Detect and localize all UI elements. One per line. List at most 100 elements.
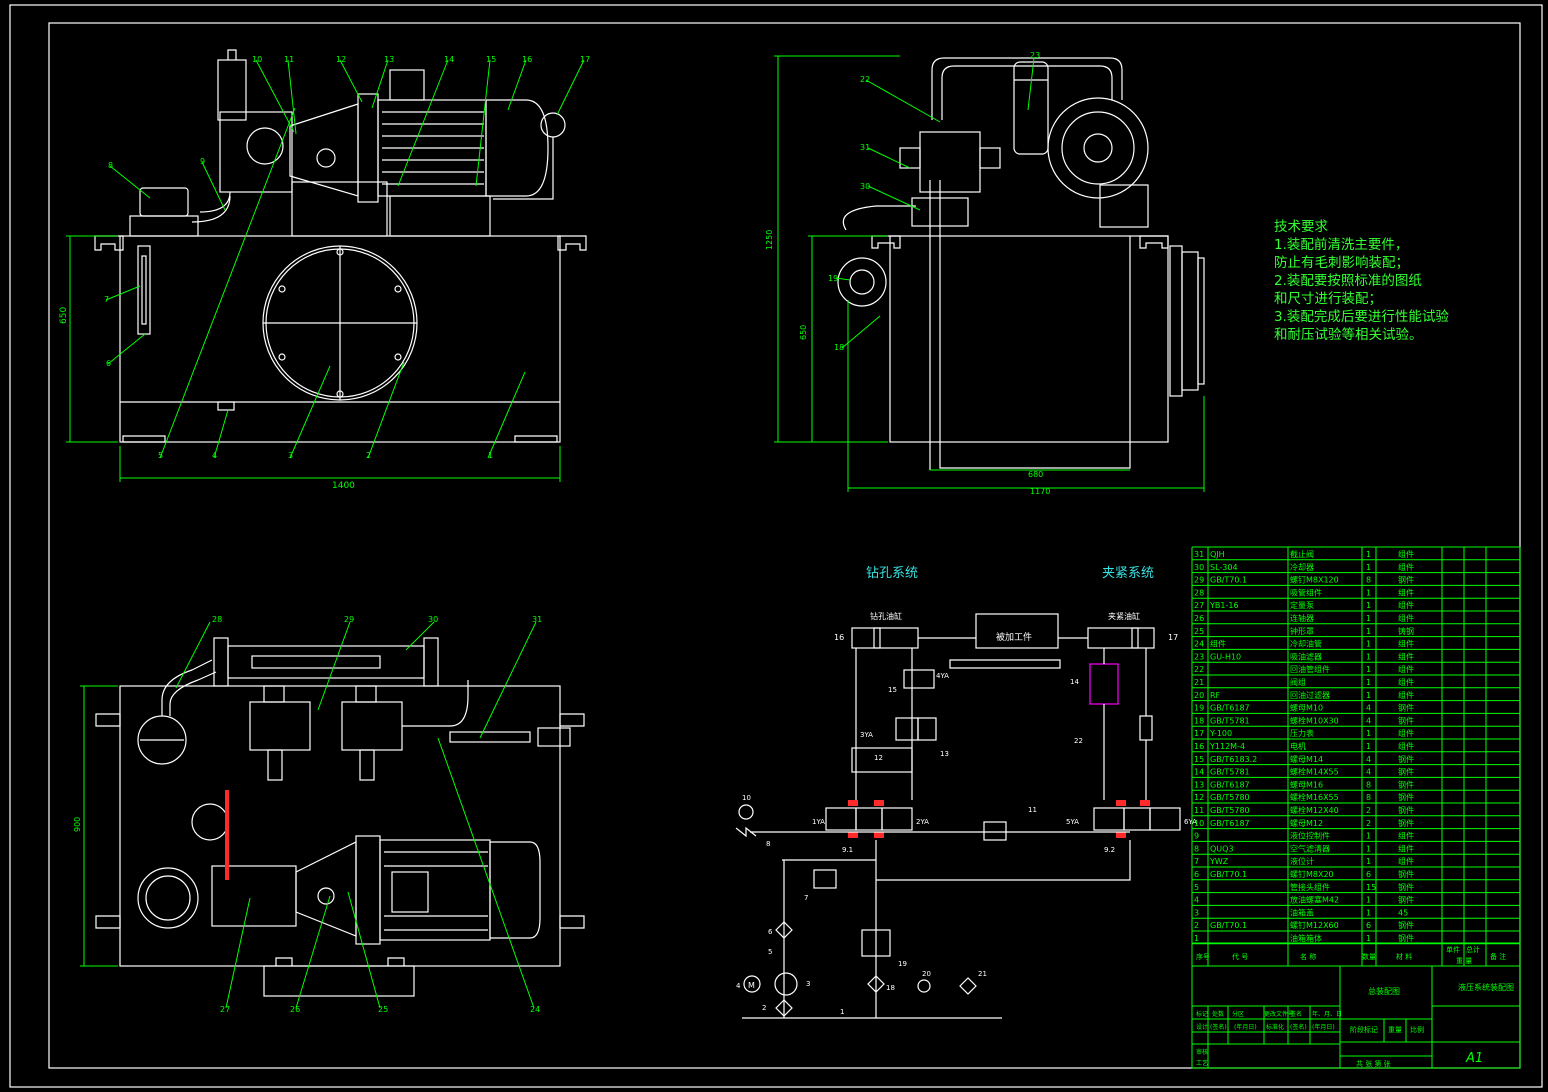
- bom-row-qty: 1: [1366, 934, 1371, 943]
- bom-row-qty: 4: [1366, 755, 1371, 764]
- bom-row-no: 12: [1194, 793, 1204, 802]
- bom-row-no: 24: [1194, 640, 1204, 649]
- drawing-title: 液压系统装配图: [1458, 982, 1514, 992]
- bom-row-no: 11: [1194, 806, 1204, 815]
- bom-row-material: 钢件: [1398, 792, 1414, 802]
- callout-28: 28: [212, 615, 222, 624]
- tech-requirement-line: 和耐压试验等相关试验。: [1274, 327, 1423, 343]
- callout-17: 17: [580, 55, 590, 64]
- bom-row-name: 螺栓M16X55: [1290, 792, 1339, 802]
- bom-row-no: 20: [1194, 691, 1204, 700]
- bom-row-no: 14: [1194, 768, 1204, 777]
- callout-25: 25: [378, 1005, 388, 1014]
- callout-31b: 31: [532, 615, 542, 624]
- bom-row-qty: 1: [1366, 742, 1371, 751]
- callout-14: 14: [444, 55, 454, 64]
- bom-row-no: 16: [1194, 742, 1204, 751]
- bom-row-material: 钢件: [1398, 703, 1414, 713]
- callout-13: 13: [384, 55, 394, 64]
- tb-design-sign: (签名): [1210, 1023, 1227, 1031]
- bom-row-name: 放油螺塞M42: [1290, 895, 1339, 905]
- callout-5: 5: [158, 451, 163, 460]
- label-16: 16: [834, 633, 844, 642]
- bom-row-name: 油箱盖: [1290, 907, 1314, 917]
- tech-requirement-line: 和尺寸进行装配；: [1274, 291, 1382, 307]
- technical-requirements: 技术要求 1.装配前清洗主要件， 防止有毛刺影响装配； 2.装配要按照标准的图纸…: [1274, 218, 1494, 344]
- bom-row-code: QUQ3: [1210, 844, 1234, 853]
- callout-6: 6: [106, 359, 111, 368]
- label-12: 12: [874, 754, 883, 762]
- label-22: 22: [1074, 737, 1083, 745]
- label-20: 20: [922, 970, 931, 978]
- front-pressure-gauge: [540, 112, 566, 138]
- bom-row-material: 钢件: [1398, 895, 1414, 905]
- dim-top-depth: 900: [73, 817, 82, 832]
- bom-row-code: 组件: [1210, 639, 1226, 649]
- clamping-cylinder-label: 夹紧油缸: [1108, 611, 1140, 621]
- bom-header-total: 总计: [1466, 945, 1480, 954]
- bom-row-name: 电机: [1290, 741, 1306, 751]
- bom-row-material: 钢件: [1398, 575, 1414, 585]
- callout-22: 22: [860, 75, 870, 84]
- bom-row-code: GU-H10: [1210, 652, 1241, 661]
- bom-row-name: 空气滤清器: [1290, 843, 1330, 853]
- tb-sheets: 共 张 第 张: [1356, 1059, 1391, 1068]
- bom-row-qty: 15: [1366, 883, 1376, 892]
- bom-row-no: 15: [1194, 755, 1204, 764]
- tb-standard-date: (年月日): [1312, 1023, 1335, 1031]
- label-2: 2: [762, 1004, 766, 1012]
- drilling-system-title: 钻孔系统: [866, 566, 918, 581]
- label-11: 11: [1028, 806, 1037, 814]
- label-3ya: 3YA: [860, 731, 873, 739]
- callout-12: 12: [336, 55, 346, 64]
- bom-row-code: GB/T5780: [1210, 806, 1250, 815]
- bom-row-material: 钢件: [1398, 779, 1414, 789]
- bom-row-name: 连轴器: [1290, 613, 1314, 623]
- bom-row-name: 冷却器: [1290, 562, 1314, 572]
- bom-row-no: 10: [1194, 819, 1204, 828]
- bom-row-code: GB/T70.1: [1210, 576, 1247, 585]
- bom-row-name: 螺栓M10X30: [1290, 715, 1339, 725]
- tb-standard: 标准化: [1266, 1023, 1284, 1031]
- bom-row-qty: 1: [1366, 908, 1371, 917]
- tb-stage: 阶段标记: [1350, 1025, 1378, 1034]
- bom-row-code: Y-100: [1209, 729, 1232, 738]
- tb-sign: 签名: [1290, 1010, 1302, 1018]
- label-10: 10: [742, 794, 751, 802]
- bom-row-code: YWZ: [1209, 857, 1229, 866]
- bom-row-code: GB/T6187: [1210, 819, 1250, 828]
- label-2ya: 2YA: [916, 818, 929, 826]
- top-view: 900 28 29 30 31 27 26 25 24: [73, 615, 585, 1014]
- callout-7: 7: [104, 295, 109, 304]
- tech-requirement-line: 2.装配要按照标准的图纸: [1274, 273, 1422, 289]
- bom-row-no: 8: [1194, 844, 1199, 853]
- top-pump: [211, 865, 297, 927]
- bom-row-qty: 1: [1366, 614, 1371, 623]
- label-4: 4: [736, 982, 741, 990]
- bom-row-no: 17: [1194, 729, 1204, 738]
- tb-scale: 比例: [1410, 1025, 1424, 1034]
- bom-row-name: 吸管组件: [1290, 587, 1322, 597]
- bom-row-name: 螺栓M12X40: [1290, 805, 1339, 815]
- label-5ya: 5YA: [1066, 818, 1079, 826]
- label-4ya: 4YA: [936, 672, 949, 680]
- tb-process: 工艺: [1196, 1059, 1208, 1067]
- tb-audit: 审核: [1196, 1048, 1208, 1056]
- label-8: 8: [766, 840, 770, 848]
- bom-row-name: 管接头组件: [1290, 882, 1330, 892]
- dim-front-height: 650: [59, 307, 69, 324]
- bom-row-code: GB/T5781: [1210, 716, 1250, 725]
- bom-row-qty: 6: [1366, 870, 1371, 879]
- bom-row-material: 组件: [1398, 587, 1414, 597]
- label-19: 19: [898, 960, 907, 968]
- bom-row-material: 钢件: [1398, 933, 1414, 943]
- label-6ya: 6YA: [1184, 818, 1197, 826]
- callout-29: 29: [344, 615, 354, 624]
- bom-row-no: 27: [1194, 601, 1204, 610]
- tb-change: 更改文件号: [1264, 1010, 1294, 1018]
- label-7: 7: [804, 894, 808, 902]
- bom-row-name: 阀组: [1290, 677, 1306, 687]
- bom-row-name: 液位计: [1290, 856, 1314, 866]
- clamping-cylinder: [1087, 627, 1155, 649]
- bom-row-no: 2: [1194, 921, 1199, 930]
